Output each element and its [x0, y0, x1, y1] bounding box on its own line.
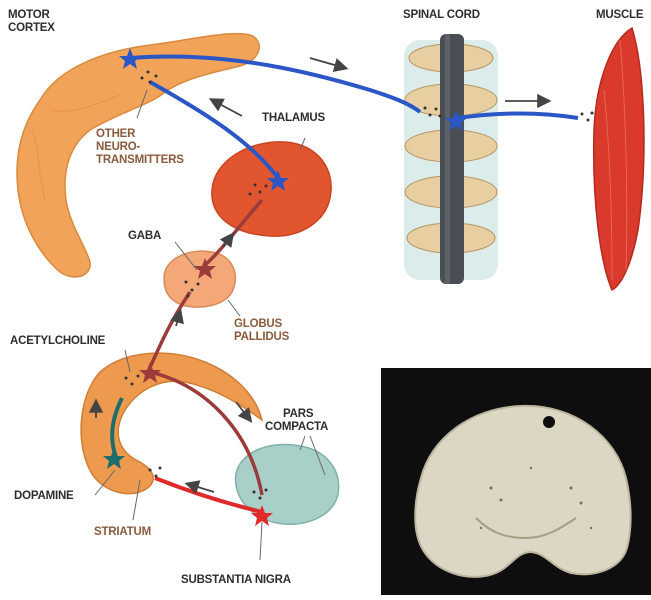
thalamus-label: THALAMUS: [262, 112, 325, 125]
dopamine-label: DOPAMINE: [14, 490, 74, 503]
other-neurotransmitters-line3: TRANSMITTERS: [96, 154, 184, 167]
motor-cortex-label-line1: MOTOR: [8, 9, 55, 22]
globus-pallidus-shape: [164, 251, 235, 307]
muscle-shape: [594, 28, 644, 290]
pars-compacta-line1: PARS: [265, 408, 328, 421]
tissue-photo: [381, 368, 651, 595]
striatum-label: STRIATUM: [94, 526, 151, 539]
pars-compacta-line2: COMPACTA: [265, 421, 328, 434]
other-neurotransmitters-line2: NEURO-: [96, 141, 184, 154]
globus-pallidus-label: GLOBUS PALLIDUS: [234, 318, 289, 344]
globus-pallidus-line2: PALLIDUS: [234, 331, 289, 344]
motor-cortex-label-line2: CORTEX: [8, 22, 55, 35]
tissue-photo-art: [381, 368, 651, 595]
acetylcholine-label: ACETYLCHOLINE: [10, 335, 105, 348]
spinal-cord-label: SPINAL CORD: [403, 9, 480, 22]
motor-cortex-label: MOTOR CORTEX: [8, 9, 55, 35]
other-neurotransmitters-line1: OTHER: [96, 128, 184, 141]
muscle-label: MUSCLE: [596, 9, 643, 22]
spinal-to-muscle-pathway: [458, 114, 578, 119]
tissue-aqueduct: [543, 416, 555, 428]
substantia-nigra-label: SUBSTANTIA NIGRA: [181, 574, 291, 587]
gaba-label: GABA: [128, 230, 161, 243]
pars-compacta-label: PARS COMPACTA: [265, 408, 328, 434]
spinal-cord-illustration: [404, 34, 498, 284]
other-neurotransmitters-label: OTHER NEURO- TRANSMITTERS: [96, 128, 184, 167]
striatum-shape: [81, 353, 262, 494]
globus-pallidus-line1: GLOBUS: [234, 318, 289, 331]
